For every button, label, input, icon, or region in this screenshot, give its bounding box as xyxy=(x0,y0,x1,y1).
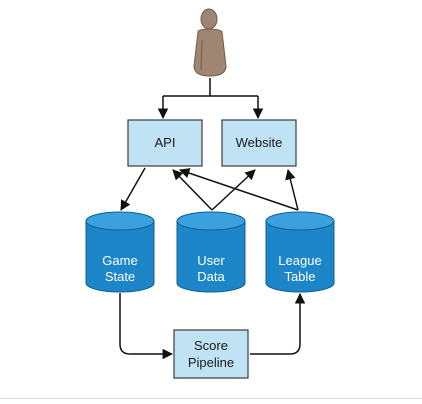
user-data-label-line2: Data xyxy=(197,269,225,284)
pipeline-to-league-table-arrow xyxy=(250,292,306,355)
database-icon xyxy=(265,211,335,293)
user-data-database: User Data xyxy=(176,211,246,293)
website-box: Website xyxy=(221,119,297,167)
game-state-label-line1: Game xyxy=(102,253,137,268)
league-table-to-website-arrow xyxy=(285,168,299,211)
game-state-database: Game State xyxy=(85,211,155,293)
pipeline-label-line1: Score xyxy=(194,338,228,353)
api-to-game-state-arrow xyxy=(120,167,146,211)
pipeline-arrows xyxy=(119,292,306,360)
league-table-to-api-arrow xyxy=(179,168,299,211)
user-data-label-line1: User xyxy=(197,253,225,268)
person-icon xyxy=(193,8,227,77)
user-data-to-api-arrow xyxy=(172,169,213,211)
database-icon xyxy=(85,211,155,293)
bottom-divider xyxy=(0,398,422,399)
score-pipeline-box: Score Pipeline xyxy=(173,329,249,379)
pipeline-label-line2: Pipeline xyxy=(188,355,234,370)
league-table-database: League Table xyxy=(265,211,335,293)
game-state-label-line2: State xyxy=(105,269,135,284)
api-box: API xyxy=(127,119,203,167)
league-table-label-line2: Table xyxy=(284,269,315,284)
game-state-to-pipeline-arrow xyxy=(119,293,174,360)
user-data-to-website-arrow xyxy=(211,169,256,211)
user-connector xyxy=(157,78,264,120)
data-flow-arrows xyxy=(120,167,299,211)
database-icon xyxy=(176,211,246,293)
api-label: API xyxy=(155,135,176,150)
league-table-label-line1: League xyxy=(278,253,321,268)
website-label: Website xyxy=(236,135,283,150)
